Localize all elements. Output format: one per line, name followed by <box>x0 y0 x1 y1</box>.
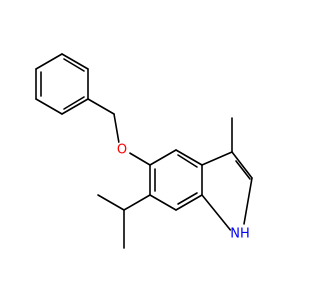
molecule-structure-diagram: O NH <box>35 53 253 249</box>
phenyl-bond-3 <box>61 98 89 115</box>
isopropyl-bond <box>123 194 151 211</box>
indole-inner-bond-1 <box>177 154 198 168</box>
benzyl-ch2-bond <box>87 98 115 115</box>
ch2-oxygen-bond <box>113 113 120 144</box>
pyrrole-double-inner <box>235 160 251 180</box>
phenyl-bond-6 <box>35 53 63 70</box>
pyrrole-bond-c3-c2 <box>231 151 253 179</box>
indole-benzene-bond-1 <box>149 149 177 166</box>
pyrrole-bond-c2-n1 <box>243 177 253 225</box>
pyrrole-bond-n1-c7a <box>201 194 233 233</box>
indole-benzene-bond-5 <box>149 194 177 211</box>
indole-benzene-bond-2 <box>175 149 203 166</box>
indole-benzene-bond-4 <box>175 194 203 211</box>
oxygen-atom-label: O <box>117 143 127 158</box>
phenyl-inner-bond-3 <box>63 58 85 72</box>
phenyl-bond-5 <box>61 53 89 70</box>
nh-atom-label: NH <box>230 227 250 242</box>
indole-inner-bond-2 <box>177 192 198 205</box>
oxygen-atom-background <box>114 142 130 158</box>
phenyl-bond-2 <box>35 98 63 115</box>
nitrogen-atom-background <box>230 224 250 244</box>
oxygen-ring-bond <box>127 151 151 166</box>
pyrrole-bond-c3a-c3 <box>201 151 233 166</box>
bond-layer <box>35 53 253 249</box>
atom-label-layer: O NH <box>114 142 250 244</box>
isopropyl-methyl-bond-1 <box>97 194 125 211</box>
phenyl-inner-bond-2 <box>63 96 85 110</box>
